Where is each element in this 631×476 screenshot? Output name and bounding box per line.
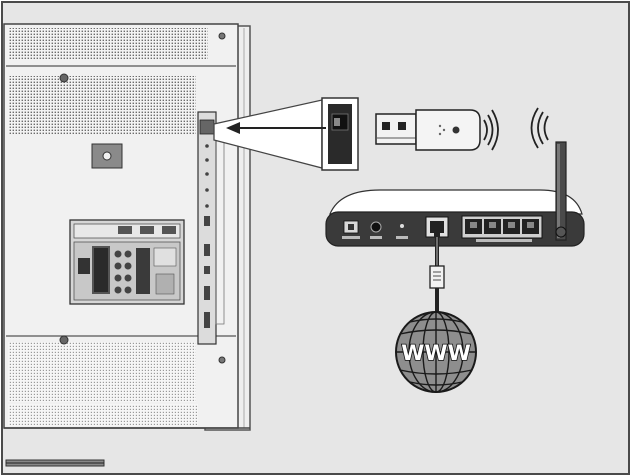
screw-icon bbox=[59, 335, 69, 345]
lan-ports bbox=[461, 215, 543, 242]
router-wifi-icon bbox=[530, 107, 549, 149]
ethernet-cable bbox=[429, 237, 445, 312]
wireless-router bbox=[325, 107, 585, 247]
wlan-usb-dongle bbox=[375, 109, 499, 151]
globe-label: WWW bbox=[401, 341, 471, 365]
lower-vent-grille bbox=[8, 342, 196, 402]
rj45-plug bbox=[429, 265, 445, 289]
reset-button bbox=[400, 224, 404, 228]
screw-icon bbox=[59, 73, 69, 83]
top-vent-grille bbox=[8, 28, 208, 60]
screw-icon bbox=[218, 32, 226, 40]
connector-panel bbox=[69, 219, 185, 305]
power-button bbox=[370, 221, 382, 233]
screw-icon bbox=[218, 356, 226, 364]
usb-port-callout bbox=[213, 97, 359, 171]
antenna bbox=[555, 141, 567, 241]
wifi-signal-icon bbox=[483, 109, 499, 151]
usb-port-closeup bbox=[328, 104, 352, 164]
side-connector-strip bbox=[197, 111, 225, 345]
internet-globe-icon: WWW bbox=[395, 311, 477, 393]
tv-back-panel bbox=[3, 23, 251, 467]
led-icon bbox=[452, 126, 460, 134]
upper-vent-grille bbox=[8, 76, 196, 134]
